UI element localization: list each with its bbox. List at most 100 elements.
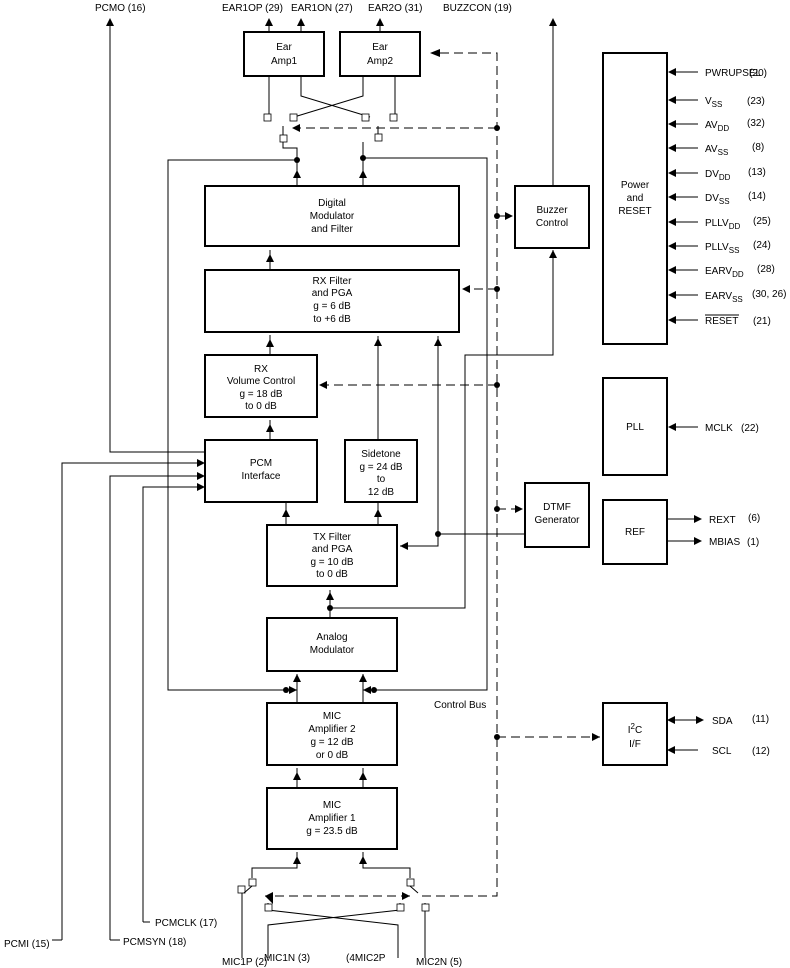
signal-wires [61, 20, 698, 958]
pin-pwrupsel-num: (20) [749, 68, 767, 79]
rx-volume-line1: RX [254, 364, 268, 375]
pin-mclk-num: (22) [741, 423, 759, 434]
pin-pllvdd-name: PLLV [705, 218, 729, 229]
rx-volume-block: RX Volume Control g = 18 dB to 0 dB [204, 354, 318, 418]
pin-pcmclk: PCMCLK (17) [155, 918, 217, 929]
mic-amp2-line4: or 0 dB [316, 750, 349, 761]
rx-filter-line4: to +6 dB [313, 314, 351, 325]
digital-modulator-line2: Modulator [310, 211, 355, 222]
mic-amp1-line2: Amplifier 1 [308, 813, 356, 824]
pin-pllvss-sub: SS [729, 246, 740, 255]
pin-avdd-sub: DD [718, 124, 730, 133]
junction-dots [283, 125, 500, 740]
pin-mclk: MCLK [705, 423, 733, 434]
mic-amp2-line1: MIC [323, 711, 341, 722]
pin-dvss-sub: SS [719, 197, 730, 206]
buzzer-control-block: Buzzer Control [514, 185, 590, 249]
mic-amp1-line1: MIC [323, 800, 341, 811]
pin-earvdd-name: EARV [705, 266, 732, 277]
pin-mbias: MBIAS [709, 537, 740, 548]
dtmf-generator-line1: DTMF [543, 502, 571, 513]
mic-amp2-line2: Amplifier 2 [308, 724, 356, 735]
analog-modulator-block: Analog Modulator [266, 617, 398, 672]
pin-dvdd-name: DV [705, 169, 719, 180]
pin-pwrupsel-name: PWRUPSEL [705, 68, 762, 79]
digital-modulator-line3: and Filter [311, 224, 353, 235]
pin-earvdd-sub: DD [732, 270, 744, 279]
pin-dvdd: DVDD [705, 169, 731, 182]
power-reset-block: Power and RESET [602, 52, 668, 345]
ear-amp2-line2: Amp2 [367, 56, 394, 67]
ear-amp1-line2: Amp1 [271, 56, 298, 67]
pin-dvdd-sub: DD [719, 173, 731, 182]
sidetone-line4: 12 dB [368, 487, 394, 498]
mic-amp1-line3: g = 23.5 dB [306, 826, 358, 837]
pin-earvss-num: (30, 26) [752, 289, 786, 300]
pin-vss-sub: SS [712, 100, 723, 109]
pin-avdd-name: AV [705, 120, 718, 131]
pin-avss-num: (8) [752, 142, 764, 153]
pin-pllvdd: PLLVDD [705, 218, 741, 231]
rx-filter-block: RX Filter and PGA g = 6 dB to +6 dB [204, 269, 460, 333]
pin-dvdd-num: (13) [748, 167, 766, 178]
pin-pwrupsel: PWRUPSEL [705, 68, 762, 79]
buzzer-control-line2: Control [536, 218, 568, 229]
pin-reset-name: RESET [705, 316, 738, 327]
sidetone-line2: g = 24 dB [359, 462, 402, 473]
pin-avss: AVSS [705, 144, 728, 157]
pin-mic2p: (4MIC2P [346, 953, 386, 964]
pll-label: PLL [626, 422, 644, 433]
pin-label-buzzcon: BUZZCON (19) [443, 3, 512, 14]
pin-earvdd: EARVDD [705, 266, 744, 279]
power-pin-labels: PWRUPSEL (20) VSS (23) AVDD (32) AVSS (8… [705, 68, 786, 327]
pin-dvss-num: (14) [748, 191, 766, 202]
pcm-interface-block: PCM Interface [204, 439, 318, 503]
sidetone-line3: to [377, 474, 386, 485]
power-reset-line2: and [627, 193, 644, 204]
ref-block: REF [602, 499, 668, 565]
pcm-interface-line2: Interface [242, 471, 281, 482]
tx-filter-block: TX Filter and PGA g = 10 dB to 0 dB [266, 524, 398, 587]
pin-label-ear2o: EAR2O (31) [368, 3, 422, 14]
power-reset-line3: RESET [618, 206, 651, 217]
pin-pcmi: PCMI (15) [4, 939, 50, 950]
i2c-block: I2C I/F [602, 702, 668, 766]
ear-amp1-block: Ear Amp1 [243, 31, 325, 77]
pin-vss: VSS [705, 96, 722, 109]
pin-pllvss: PLLVSS [705, 242, 739, 255]
sidetone-line1: Sidetone [361, 449, 401, 460]
power-reset-line1: Power [621, 180, 650, 191]
pin-mic1n: MIC1N (3) [264, 953, 310, 964]
pin-avdd: AVDD [705, 120, 729, 133]
switch-symbols [237, 113, 430, 912]
i2c-label-if: I/F [629, 739, 641, 750]
pin-sda: SDA [712, 716, 733, 727]
rx-filter-line2: and PGA [312, 288, 353, 299]
pin-mic1p: MIC1P (2) [222, 957, 267, 968]
pin-sda-num: (11) [752, 714, 769, 725]
mic-amp1-block: MIC Amplifier 1 g = 23.5 dB [266, 787, 398, 850]
pin-pllvdd-num: (25) [753, 216, 771, 227]
bottom-pin-labels: PCMCLK (17) PCMI (15) PCMSYN (18) MIC1P … [4, 918, 462, 968]
mic-amp2-block: MIC Amplifier 2 g = 12 dB or 0 dB [266, 702, 398, 766]
pin-pcmsyn: PCMSYN (18) [123, 937, 186, 948]
pin-earvss-sub: SS [732, 295, 743, 304]
pin-rext: REXT [709, 515, 736, 526]
pll-block: PLL [602, 377, 668, 476]
mic-amp2-line3: g = 12 dB [310, 737, 353, 748]
i2c-label: I2C [628, 722, 642, 736]
pin-pllvss-name: PLLV [705, 242, 729, 253]
tx-filter-line3: g = 10 dB [310, 557, 353, 568]
arrowheads [106, 18, 704, 904]
ref-label: REF [625, 527, 645, 538]
pin-earvdd-num: (28) [757, 264, 775, 275]
pin-reset: RESET [705, 316, 738, 327]
ear-amp1-line1: Ear [276, 42, 292, 53]
control-bus-label: Control Bus [434, 700, 486, 711]
pin-rext-num: (6) [748, 513, 760, 524]
i2c-label-c: C [635, 725, 642, 736]
side-pin-labels: MCLK (22) REXT (6) MBIAS (1) SDA (11) SC… [705, 423, 770, 757]
pin-pllvdd-sub: DD [729, 222, 741, 231]
pin-scl: SCL [712, 746, 732, 757]
i2c-label-superscript: 2 [631, 722, 636, 731]
